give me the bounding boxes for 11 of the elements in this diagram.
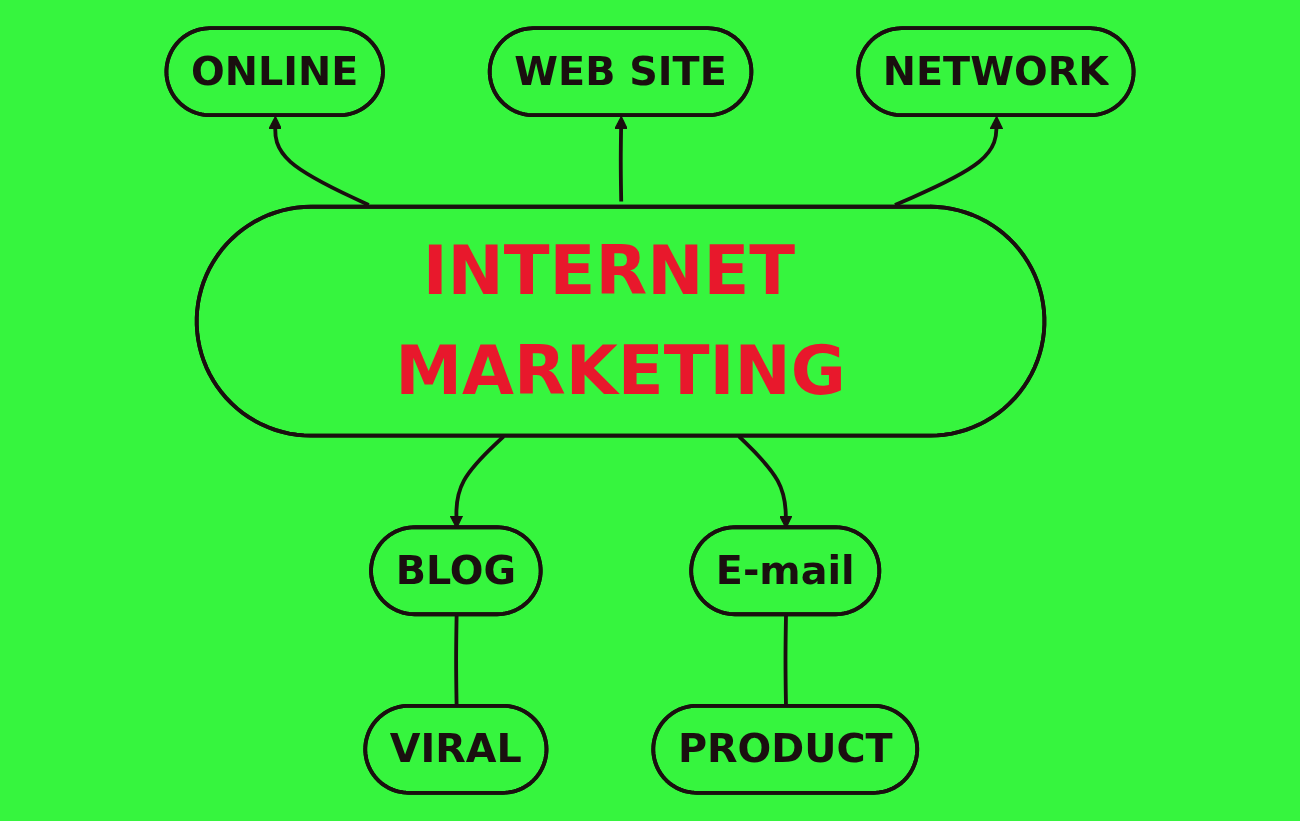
oval-node: WEB SITE — [487, 26, 754, 118]
arrow — [268, 115, 370, 207]
arrow — [894, 115, 1004, 207]
oval-node: VIRAL — [363, 703, 549, 795]
oval-node: ONLINE — [164, 26, 385, 118]
oval-node: E-mail — [689, 525, 882, 617]
oval-node: PRODUCT — [651, 703, 920, 795]
oval-node: NETWORK — [856, 26, 1136, 118]
oval-node: BLOG — [369, 525, 543, 617]
oval-node: INTERNET MARKETING — [194, 204, 1047, 438]
arrow — [614, 115, 628, 202]
